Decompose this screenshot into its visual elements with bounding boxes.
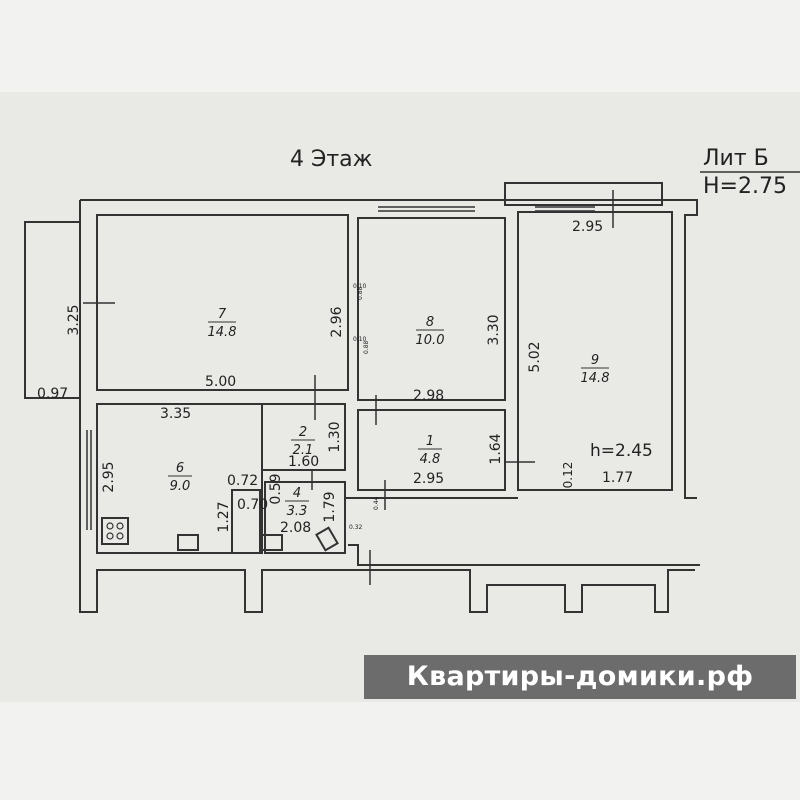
room-area: 14.8 [208, 325, 237, 340]
room-area: 3.3 [287, 504, 308, 519]
room-number: 1 [426, 434, 434, 449]
dimension: 3.35 [160, 406, 191, 422]
dimension: 0.97 [37, 386, 68, 402]
sink-icon [261, 534, 283, 551]
windows [86, 206, 595, 530]
room-number: 6 [176, 461, 184, 476]
dimension: 1.60 [288, 454, 319, 470]
section-marks [83, 190, 614, 585]
dimension: 0.72 [227, 473, 258, 489]
dimension: 0.59 [268, 473, 284, 504]
height-label: H=2.75 [703, 174, 787, 199]
dimension: 2.95 [413, 471, 444, 487]
small-dimension: 0.88 [363, 340, 370, 354]
toilet-icon [315, 526, 339, 552]
dimension: 2.95 [101, 461, 117, 492]
room-8 [357, 217, 506, 401]
small-dimension: 0.10 [353, 336, 367, 343]
dimension: 2.96 [329, 306, 345, 337]
dimension: 5.02 [527, 341, 543, 372]
dimension: 0.12 [561, 462, 575, 489]
watermark: Квартиры-домики.рф [364, 655, 796, 699]
room-number: 8 [426, 315, 434, 330]
small-dimension: 0.44 [373, 496, 380, 510]
small-dimension: 0.10 [353, 283, 367, 290]
room-area: 10.0 [416, 333, 445, 348]
room-area: 14.8 [581, 371, 610, 386]
room-6 [96, 403, 263, 554]
dimension: 1.30 [327, 421, 343, 452]
dimension: 0.70 [237, 497, 268, 513]
dimension: 2.98 [413, 388, 444, 404]
small-dimension: 0.88 [357, 286, 364, 300]
plan-paper [0, 92, 800, 702]
stove-icon [101, 517, 129, 545]
floor-title: 4 Этаж [290, 147, 373, 172]
lit-label: Лит Б [703, 146, 769, 171]
room-height: h=2.45 [590, 441, 653, 461]
dimension: 5.00 [205, 374, 236, 390]
dimension: 1.79 [322, 491, 338, 522]
corridor-wall [348, 544, 700, 566]
dimension: 2.95 [572, 219, 603, 235]
dimension: 1.64 [488, 433, 504, 464]
outer-wall-bottom [79, 200, 695, 613]
outer-wall-top-right [80, 199, 698, 499]
room-2 [261, 403, 346, 471]
dimension: 2.08 [280, 520, 311, 536]
room-area: 4.8 [420, 452, 441, 467]
closet [231, 489, 261, 554]
room-area: 9.0 [170, 479, 191, 494]
room-number: 2 [299, 425, 307, 440]
room-number: 4 [293, 486, 301, 501]
balcony-top [504, 182, 663, 206]
sink-icon [177, 534, 199, 551]
room-number: 7 [218, 307, 227, 322]
room-4 [264, 481, 346, 554]
dimension: 1.27 [216, 501, 232, 532]
dimension: 3.30 [486, 314, 502, 345]
room-9 [517, 211, 673, 491]
room-number: 9 [591, 353, 599, 368]
room-area: 2.1 [293, 443, 314, 458]
dimension: 3.25 [66, 304, 82, 335]
dimension: 1.77 [602, 470, 633, 486]
small-dimension: 0.32 [349, 524, 363, 531]
room-1 [357, 409, 506, 491]
